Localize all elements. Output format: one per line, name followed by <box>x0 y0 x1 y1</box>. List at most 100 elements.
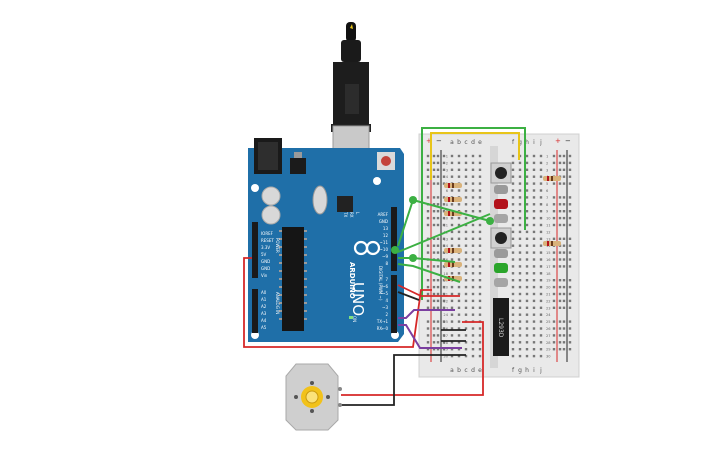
breadboard-hole[interactable] <box>464 334 468 337</box>
breadboard-hole[interactable] <box>539 299 543 303</box>
breadboard-hole[interactable] <box>464 244 468 247</box>
rail-hole[interactable] <box>442 196 446 199</box>
rail-hole[interactable] <box>442 258 446 261</box>
breadboard-hole[interactable] <box>464 299 468 303</box>
breadboard-hole[interactable] <box>471 258 475 261</box>
rail-hole[interactable] <box>436 168 440 171</box>
breadboard-hole[interactable] <box>525 265 529 268</box>
rail-hole[interactable] <box>442 175 446 178</box>
rail-hole[interactable] <box>558 306 562 309</box>
rail-hole[interactable] <box>562 237 566 240</box>
breadboard-hole[interactable] <box>539 244 543 247</box>
breadboard-hole[interactable] <box>518 334 522 337</box>
breadboard-hole[interactable] <box>539 334 543 337</box>
breadboard-hole[interactable] <box>450 258 454 261</box>
breadboard-hole[interactable] <box>532 189 536 192</box>
breadboard-hole[interactable] <box>464 223 468 227</box>
wire-black[interactable] <box>341 291 466 406</box>
breadboard-hole[interactable] <box>511 334 515 337</box>
rail-hole[interactable] <box>562 299 566 303</box>
rail-hole[interactable] <box>436 285 440 289</box>
breadboard-hole[interactable] <box>525 279 529 282</box>
breadboard-hole[interactable] <box>511 210 515 213</box>
resistor[interactable] <box>444 248 462 253</box>
breadboard-hole[interactable] <box>464 313 468 316</box>
breadboard-hole[interactable] <box>532 341 536 344</box>
breadboard-hole[interactable] <box>471 327 475 330</box>
rail-hole[interactable] <box>426 292 430 296</box>
rail-hole[interactable] <box>426 216 430 220</box>
rail-hole[interactable] <box>568 320 572 323</box>
breadboard-hole[interactable] <box>532 203 536 206</box>
rail-hole[interactable] <box>568 265 572 268</box>
breadboard-hole[interactable] <box>532 313 536 316</box>
breadboard-hole[interactable] <box>511 189 515 192</box>
rail-hole[interactable] <box>432 265 436 268</box>
rail-hole[interactable] <box>552 279 556 282</box>
breadboard-hole[interactable] <box>478 348 482 351</box>
rail-hole[interactable] <box>562 216 566 220</box>
rail-hole[interactable] <box>552 196 556 199</box>
breadboard-hole[interactable] <box>464 168 468 171</box>
breadboard-hole[interactable] <box>471 244 475 247</box>
breadboard-hole[interactable] <box>464 354 468 358</box>
breadboard-hole[interactable] <box>464 182 468 185</box>
breadboard-hole[interactable] <box>450 313 454 316</box>
rail-hole[interactable] <box>432 203 436 206</box>
rail-hole[interactable] <box>442 237 446 240</box>
breadboard-hole[interactable] <box>525 189 529 192</box>
rail-hole[interactable] <box>552 306 556 309</box>
breadboard-hole[interactable] <box>471 175 475 178</box>
breadboard-hole[interactable] <box>511 216 515 220</box>
breadboard-hole[interactable] <box>532 230 536 234</box>
breadboard-hole[interactable] <box>539 251 543 254</box>
breadboard-hole[interactable] <box>539 210 543 213</box>
breadboard-hole[interactable] <box>457 230 461 234</box>
rail-hole[interactable] <box>552 182 556 185</box>
rail-hole[interactable] <box>426 341 430 344</box>
rail-hole[interactable] <box>432 196 436 199</box>
breadboard-hole[interactable] <box>478 203 482 206</box>
rail-hole[interactable] <box>442 210 446 213</box>
breadboard-hole[interactable] <box>511 203 515 206</box>
rail-hole[interactable] <box>432 306 436 309</box>
breadboard-hole[interactable] <box>471 299 475 303</box>
breadboard-hole[interactable] <box>471 354 475 358</box>
rail-hole[interactable] <box>558 299 562 303</box>
resistor[interactable] <box>543 176 561 181</box>
rail-hole[interactable] <box>426 279 430 282</box>
breadboard-hole[interactable] <box>518 203 522 206</box>
rail-hole[interactable] <box>436 175 440 178</box>
rail-hole[interactable] <box>568 279 572 282</box>
breadboard-hole[interactable] <box>478 175 482 178</box>
breadboard-hole[interactable] <box>478 279 482 282</box>
led-gray[interactable] <box>494 278 508 287</box>
breadboard-hole[interactable] <box>511 251 515 254</box>
rail-hole[interactable] <box>442 279 446 282</box>
rail-hole[interactable] <box>426 285 430 289</box>
rail-hole[interactable] <box>432 175 436 178</box>
pushbutton[interactable] <box>490 227 512 249</box>
breadboard-hole[interactable] <box>457 175 461 178</box>
rail-hole[interactable] <box>558 292 562 296</box>
rail-hole[interactable] <box>552 237 556 240</box>
rail-hole[interactable] <box>562 306 566 309</box>
breadboard-hole[interactable] <box>518 354 522 358</box>
rail-hole[interactable] <box>562 265 566 268</box>
breadboard-hole[interactable] <box>450 216 454 220</box>
rail-hole[interactable] <box>558 251 562 254</box>
rail-hole[interactable] <box>432 327 436 330</box>
rail-hole[interactable] <box>558 327 562 330</box>
breadboard-hole[interactable] <box>525 223 529 227</box>
breadboard-hole[interactable] <box>518 320 522 323</box>
breadboard-hole[interactable] <box>457 334 461 337</box>
breadboard-hole[interactable] <box>511 292 515 296</box>
rail-hole[interactable] <box>432 279 436 282</box>
breadboard-hole[interactable] <box>450 334 454 337</box>
breadboard-hole[interactable] <box>511 196 515 199</box>
breadboard-hole[interactable] <box>450 244 454 247</box>
rail-hole[interactable] <box>552 292 556 296</box>
breadboard-hole[interactable] <box>478 334 482 337</box>
breadboard-hole[interactable] <box>471 272 475 275</box>
breadboard-hole[interactable] <box>511 285 515 289</box>
